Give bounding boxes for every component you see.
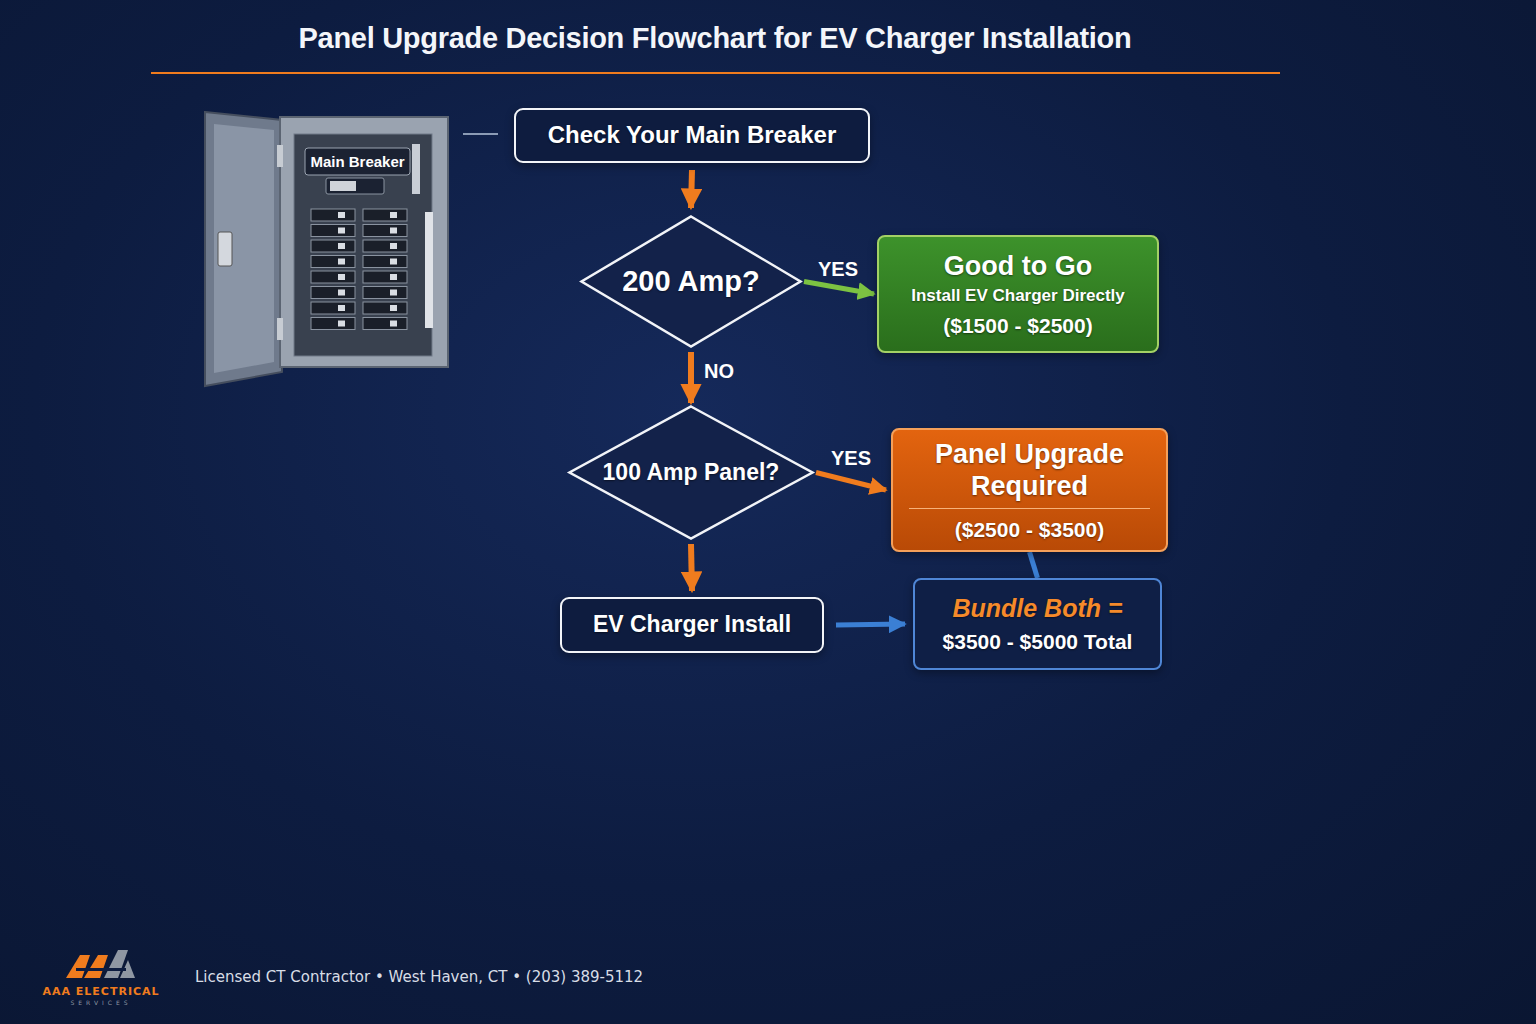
total-box: Bundle Both = $3500 - $5000 Total [913, 578, 1162, 670]
logo-letter [66, 955, 90, 978]
node-text: 100 Amp Panel? [599, 459, 784, 487]
breaker [363, 256, 407, 268]
edge-label: NO [704, 360, 734, 383]
breaker-toggle [390, 305, 397, 311]
breaker-toggle [390, 243, 397, 249]
breaker [363, 271, 407, 283]
decision-diamond: 100 Amp Panel? [568, 405, 814, 540]
flow-arrow [804, 282, 874, 295]
node-text: Check Your Main Breaker [544, 121, 841, 150]
flow-arrow [691, 170, 692, 208]
panel-door [205, 112, 282, 386]
breaker-toggle [338, 228, 345, 234]
logo-bar [76, 968, 126, 971]
hinge [277, 145, 283, 167]
process-box: Check Your Main Breaker [514, 108, 870, 163]
breaker-toggle [338, 259, 345, 265]
breaker [311, 225, 355, 237]
breaker [311, 271, 355, 283]
panel-door-face [214, 124, 274, 373]
breaker [311, 240, 355, 252]
breaker-toggle [390, 290, 397, 296]
logo-letter [104, 950, 128, 978]
breaker [311, 209, 355, 221]
breaker-toggle [390, 228, 397, 234]
breaker-toggle [338, 243, 345, 249]
logo-text: AAA ELECTRICAL [25, 985, 177, 998]
flow-arrow [1030, 552, 1038, 578]
node-text: Panel Upgrade Required [909, 438, 1149, 509]
result-box: Panel Upgrade Required ($2500 - $3500) [891, 428, 1168, 552]
diamond-shape [582, 217, 801, 347]
breaker [363, 240, 407, 252]
main-breaker-toggle [330, 181, 356, 191]
leader-line [463, 133, 498, 135]
node-text: Bundle Both = [948, 593, 1126, 623]
breaker [363, 209, 407, 221]
process-box: EV Charger Install [560, 597, 824, 653]
breaker-toggle [338, 305, 345, 311]
breaker-toggle [390, 321, 397, 327]
door-handle [218, 232, 232, 266]
flow-arrow [691, 544, 692, 591]
logo-subtext: SERVICES [25, 999, 177, 1006]
panel-strip [425, 212, 433, 328]
node-text: EV Charger Install [589, 611, 795, 639]
node-text: Install EV Charger Directly [907, 286, 1129, 306]
node-text: ($2500 - $3500) [951, 517, 1108, 542]
panel-bus [412, 144, 420, 194]
breaker [363, 287, 407, 299]
node-text: Good to Go [940, 250, 1096, 282]
flow-arrow [688, 352, 694, 403]
breaker-toggle [338, 212, 345, 218]
breaker [363, 318, 407, 330]
panel-body [280, 117, 448, 367]
logo-letter [84, 955, 108, 978]
panel-illustration [205, 112, 448, 386]
company-logo [66, 950, 135, 978]
node-text: 200 Amp? [618, 264, 764, 299]
flow-arrow [816, 473, 886, 491]
title-underline [151, 72, 1280, 74]
breaker [311, 318, 355, 330]
breaker [311, 287, 355, 299]
diagram-title: Panel Upgrade Decision Flowchart for EV … [165, 22, 1265, 55]
breaker [311, 256, 355, 268]
flow-arrow [836, 624, 905, 625]
edge-label: YES [818, 258, 858, 281]
decision-diamond: 200 Amp? [580, 215, 802, 348]
breaker [363, 302, 407, 314]
part-label: Main Breaker [305, 149, 410, 174]
breaker-toggle [390, 259, 397, 265]
footer-note: Licensed CT Contractor • West Haven, CT … [195, 968, 795, 986]
node-text: ($1500 - $2500) [939, 313, 1096, 338]
breaker [363, 225, 407, 237]
breaker-group [311, 209, 407, 330]
edge-label: YES [831, 447, 871, 470]
breaker [311, 302, 355, 314]
breaker-toggle [338, 274, 345, 280]
breaker-toggle [338, 290, 345, 296]
result-box: Good to Go Install EV Charger Directly ($1… [877, 235, 1159, 353]
node-text: $3500 - $5000 Total [939, 629, 1137, 654]
breaker-toggle [338, 321, 345, 327]
diamond-shape [570, 407, 813, 539]
breaker-toggle [390, 274, 397, 280]
logo-letter [120, 960, 135, 978]
panel-interior [294, 134, 432, 356]
hinge [277, 318, 283, 340]
main-breaker-switch [326, 178, 384, 194]
breaker-toggle [390, 212, 397, 218]
main-breaker-plate [305, 148, 410, 175]
